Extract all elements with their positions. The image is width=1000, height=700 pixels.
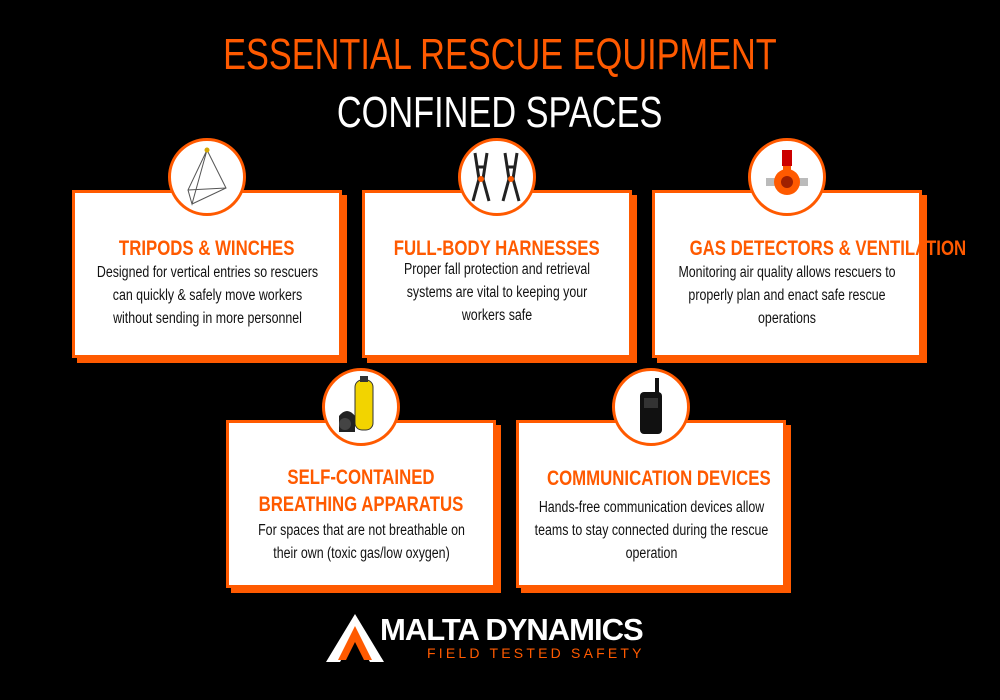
tripod-icon (168, 138, 246, 216)
card-title-text: GAS DETECTORS & VENTILATION (689, 237, 967, 260)
harness-icon (458, 138, 536, 216)
card-title-text: SELF-CONTAINED (287, 466, 435, 489)
page-title-text: ESSENTIAL RESCUE EQUIPMENT (223, 30, 777, 79)
card-description-text: Monitoring air quality allows rescuers t… (678, 264, 896, 327)
card-description: Monitoring air quality allows rescuers t… (655, 261, 919, 330)
card-title-text: TRIPODS & WINCHES (119, 237, 295, 260)
page-subtitle-text: CONFINED SPACES (337, 88, 663, 137)
card-title: FULL-BODY HARNESSES (365, 237, 629, 261)
card-full-body-harnesses: FULL-BODY HARNESSES Proper fall protecti… (362, 138, 632, 358)
card-communication-devices: COMMUNICATION DEVICES Hands-free communi… (516, 368, 786, 588)
card-title: TRIPODS & WINCHES (75, 237, 339, 261)
card-title-line2: BREATHING APPARATUS (229, 493, 493, 517)
card-title: COMMUNICATION DEVICES (519, 467, 783, 491)
card-title-text: COMMUNICATION DEVICES (546, 467, 771, 490)
card-description-text: Designed for vertical entries so rescuer… (96, 264, 318, 327)
card-description-text: For spaces that are not breathable on th… (257, 522, 465, 562)
scba-tank-icon (322, 368, 400, 446)
card-title-text: BREATHING APPARATUS (258, 493, 464, 516)
malta-dynamics-logo-icon (326, 614, 384, 662)
card-title: SELF-CONTAINED (229, 466, 493, 490)
card-title-text: FULL-BODY HARNESSES (394, 237, 600, 260)
card-description: For spaces that are not breathable on th… (229, 519, 493, 565)
card-description: Hands-free communication devices allow t… (519, 496, 783, 565)
card-scba: SELF-CONTAINED BREATHING APPARATUS For s… (226, 368, 496, 588)
card-description-text: Proper fall protection and retrieval sys… (403, 261, 591, 324)
card-description: Proper fall protection and retrieval sys… (365, 258, 629, 327)
page-subtitle: CONFINED SPACES (0, 88, 1000, 138)
card-tripods-winches: TRIPODS & WINCHES Designed for vertical … (72, 138, 342, 358)
card-description-text: Hands-free communication devices allow t… (534, 499, 768, 562)
brand-tagline: FIELD TESTED SAFETY (427, 645, 645, 661)
card-gas-detectors-ventilation: GAS DETECTORS & VENTILATION Monitoring a… (652, 138, 967, 358)
brand-name: MALTA DYNAMICS (380, 612, 644, 648)
card-description: Designed for vertical entries so rescuer… (75, 261, 339, 330)
card-title: GAS DETECTORS & VENTILATION (655, 237, 967, 261)
page-title: ESSENTIAL RESCUE EQUIPMENT (0, 30, 1000, 80)
radio-icon (612, 368, 690, 446)
brand-name-text: MALTA DYNAMICS (380, 612, 644, 647)
gas-detector-icon (748, 138, 826, 216)
